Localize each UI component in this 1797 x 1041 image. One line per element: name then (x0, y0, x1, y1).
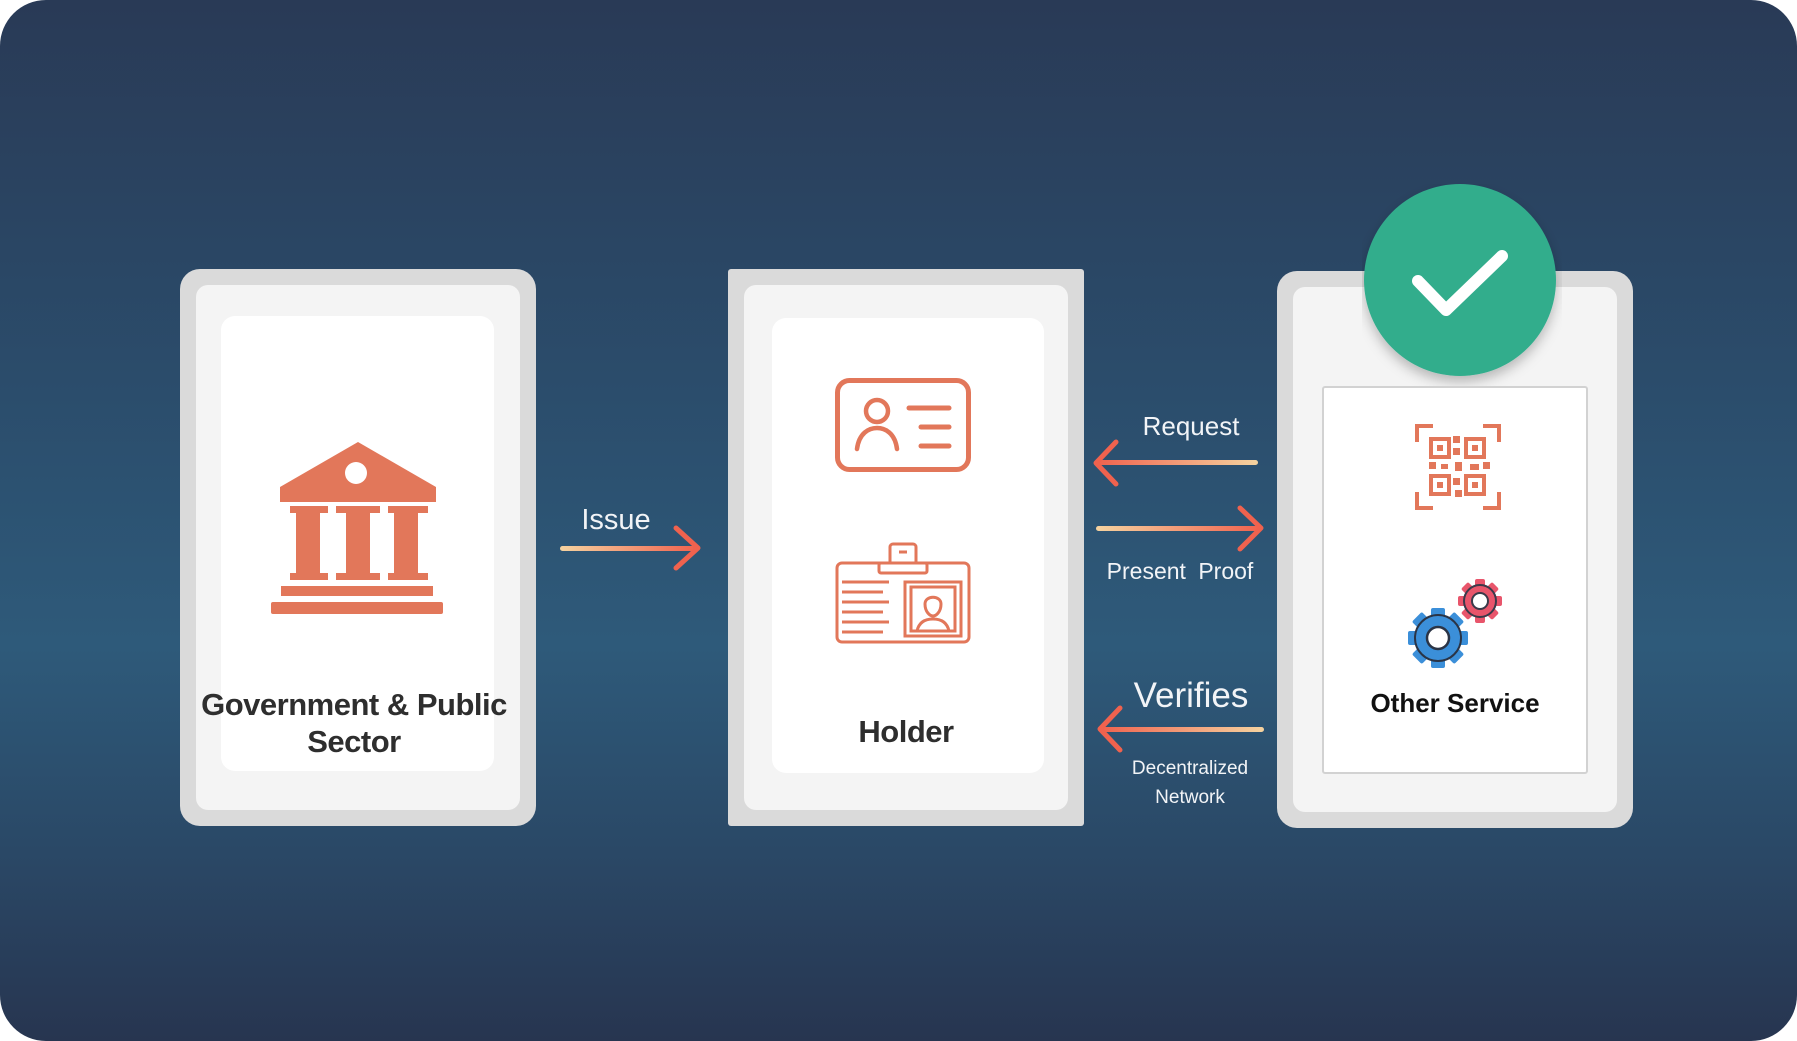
request-label: Request (1142, 411, 1240, 441)
request-arrow (1093, 439, 1258, 487)
verifier-label: Other Service (1370, 688, 1540, 718)
issue-label: Issue (581, 504, 651, 536)
verifies-label: Verifies (1133, 676, 1249, 715)
verifier-device (1277, 271, 1633, 828)
verifies-arrow (1097, 705, 1264, 753)
gears-icon (1408, 579, 1502, 668)
qr-code-icon (1415, 424, 1501, 510)
present-proof-label: Present Proof (1106, 558, 1254, 584)
issuer-label: Government & Public Sector (201, 687, 507, 759)
verifier-card (1322, 386, 1588, 774)
issue-arrow (560, 525, 701, 571)
present-proof-arrow (1096, 505, 1264, 552)
check-circle-icon (1364, 184, 1556, 376)
government-building-icon (271, 442, 443, 614)
network-label: Decentralized Network (1131, 758, 1249, 808)
badge-icon (835, 542, 971, 644)
id-card-icon (835, 378, 971, 472)
holder-label: Holder (858, 714, 954, 749)
